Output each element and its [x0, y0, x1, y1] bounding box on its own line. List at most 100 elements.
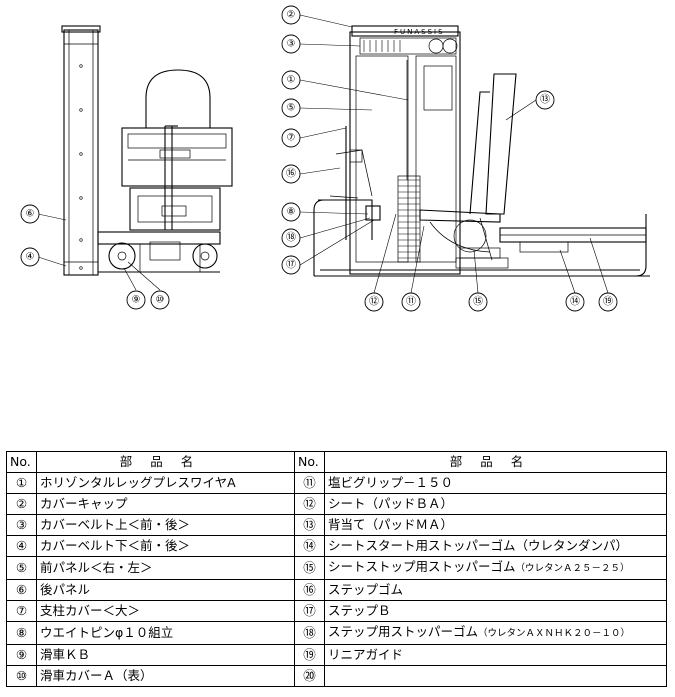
part-name-cell: 滑車カバーＡ（表） — [36, 665, 295, 687]
part-name-cell: 支柱カバー＜大＞ — [36, 600, 295, 622]
part-name-cell: ステップ用ストッパーゴム（ウレタンＡＸＮＨＫ２０－１０） — [324, 621, 667, 645]
part-name-cell: 滑車ＫＢ — [36, 644, 295, 666]
part-name: ステップゴム — [328, 582, 404, 597]
callout-6: ⑥ — [20, 204, 40, 224]
part-name-cell: 背当て（パッドＭＡ） — [324, 514, 667, 536]
side-view — [37, 25, 233, 291]
part-note: （ウレタンＡＸＮＨＫ２０－１０） — [478, 628, 631, 639]
callout-11: ⑪ — [401, 292, 421, 312]
part-name: 支柱カバー＜大＞ — [40, 603, 141, 618]
svg-text:⑥: ⑥ — [26, 209, 35, 220]
part-name-cell: カバーキャップ — [36, 493, 295, 515]
part-name: カバーキャップ — [40, 496, 128, 511]
svg-text:③: ③ — [287, 39, 296, 50]
part-number: ④ — [6, 535, 37, 557]
callout-10: ⑩ — [150, 290, 170, 310]
part-note: （ウレタンＡ２５－２５） — [515, 563, 630, 574]
part-number: ③ — [6, 514, 37, 536]
svg-text:⑲: ⑲ — [603, 296, 613, 308]
part-name-cell: シートストップ用ストッパーゴム（ウレタンＡ２５－２５） — [324, 556, 667, 580]
callout-15: ⑮ — [468, 292, 488, 312]
part-number: ⑭ — [294, 535, 325, 557]
callout-1: ① — [281, 70, 301, 90]
part-number: ① — [6, 472, 37, 494]
callout-4: ④ — [20, 247, 40, 267]
header-part-name: 部品名 — [36, 451, 295, 473]
part-number: ⑫ — [294, 493, 325, 515]
part-name: 背当て（パッドＭＡ） — [328, 517, 454, 532]
part-name: ステップ用ストッパーゴム — [328, 624, 479, 639]
part-number: ⑱ — [294, 621, 325, 645]
part-number: ⑮ — [294, 556, 325, 580]
part-name-cell: ステップＢ — [324, 600, 667, 622]
part-name: 後パネル — [40, 582, 91, 597]
svg-text:⑨: ⑨ — [132, 295, 141, 306]
part-name: シート（パッドＢＡ） — [328, 496, 454, 511]
part-number: ⑥ — [6, 579, 37, 601]
part-name: ホリゾンタルレッグプレスワイヤA — [40, 475, 236, 490]
svg-text:①: ① — [287, 75, 296, 86]
callout-5: ⑤ — [281, 98, 301, 118]
part-name-cell: ウエイトピンφ１０組立 — [36, 621, 295, 645]
svg-text:⑰: ⑰ — [286, 259, 296, 271]
svg-text:⑬: ⑬ — [540, 94, 550, 106]
part-number: ⑳ — [294, 665, 325, 687]
callout-9: ⑨ — [126, 290, 146, 310]
svg-text:⑯: ⑯ — [286, 168, 296, 180]
callout-12: ⑫ — [364, 292, 384, 312]
part-name: 前パネル＜右・左＞ — [40, 560, 153, 575]
svg-text:⑱: ⑱ — [286, 232, 296, 244]
svg-text:⑮: ⑮ — [473, 296, 483, 308]
part-name-cell: シート（パッドＢＡ） — [324, 493, 667, 515]
part-name-cell: ホリゾンタルレッグプレスワイヤA — [36, 472, 295, 494]
technical-drawing-svg: FUNASSIS — [20, 5, 650, 312]
callout-2: ② — [281, 5, 301, 25]
part-number: ⑦ — [6, 600, 37, 622]
svg-text:②: ② — [287, 10, 296, 21]
callout-19: ⑲ — [598, 292, 618, 312]
callout-3: ③ — [281, 34, 301, 54]
svg-text:⑫: ⑫ — [369, 296, 379, 308]
part-number: ⑰ — [294, 600, 325, 622]
machine-drawing: FUNASSIS — [0, 0, 675, 330]
callout-14: ⑭ — [565, 292, 585, 312]
table-header-row: No. 部品名 No. 部品名 — [6, 451, 667, 473]
part-name: 滑車ＫＢ — [40, 647, 91, 662]
brand-label: FUNASSIS — [394, 28, 445, 36]
callout-16: ⑯ — [281, 164, 301, 184]
part-number: ⑪ — [294, 472, 325, 494]
part-name-cell: カバーベルト下＜前・後＞ — [36, 535, 295, 557]
main-view: FUNASSIS — [299, 14, 650, 294]
callout-18: ⑱ — [281, 228, 301, 248]
callout-13: ⑬ — [535, 90, 555, 110]
part-number: ⑧ — [6, 621, 37, 645]
part-name: ステップＢ — [328, 603, 391, 618]
callout-7: ⑦ — [281, 128, 301, 148]
part-name-cell: シートスタート用ストッパーゴム（ウレタンダンパ） — [324, 535, 667, 557]
svg-text:⑦: ⑦ — [287, 133, 296, 144]
part-name-cell: ステップゴム — [324, 579, 667, 601]
part-number: ⑬ — [294, 514, 325, 536]
callout-8: ⑧ — [281, 202, 301, 222]
svg-text:⑪: ⑪ — [406, 296, 416, 308]
svg-text:⑭: ⑭ — [570, 296, 580, 308]
part-name-cell: 後パネル — [36, 579, 295, 601]
part-number: ② — [6, 493, 37, 515]
header-no: No. — [6, 451, 37, 473]
header-part-name: 部品名 — [324, 451, 667, 473]
part-name-cell: リニアガイド — [324, 644, 667, 666]
part-number: ⑤ — [6, 556, 37, 580]
part-name-cell — [324, 665, 667, 687]
part-name-cell: カバーベルト上＜前・後＞ — [36, 514, 295, 536]
